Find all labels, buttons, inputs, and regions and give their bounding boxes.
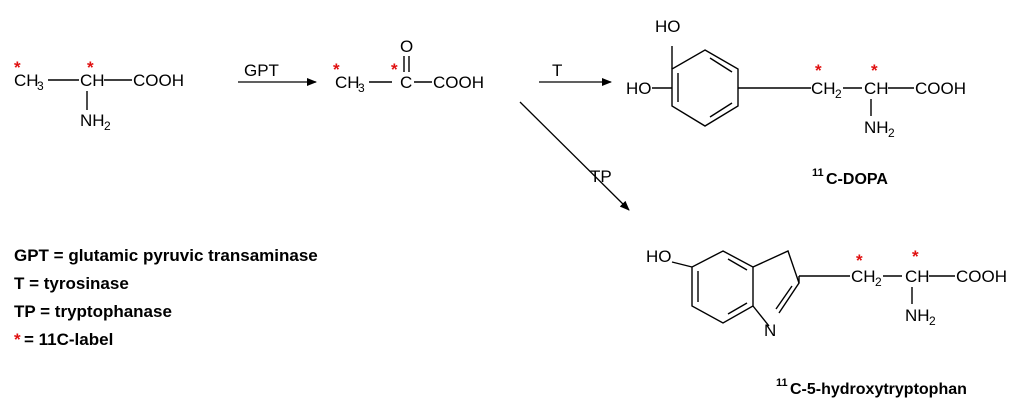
subscript-3: 3 xyxy=(358,81,365,95)
hydroxytryptophan-structure: N HO * CH 2 * CH COOH NH 2 xyxy=(646,247,1007,340)
pyrrole-ring xyxy=(752,250,800,314)
legend-gpt: GPT = glutamic pyruvic transaminase xyxy=(14,246,318,265)
atom-cooh: COOH xyxy=(915,79,966,98)
legend-t: T = tyrosinase xyxy=(14,274,129,293)
atom-nh2: NH xyxy=(905,306,930,325)
bond xyxy=(709,102,733,118)
label-star: * xyxy=(815,61,822,80)
bond xyxy=(727,302,748,315)
caption-name: C-DOPA xyxy=(826,171,888,188)
bond xyxy=(709,57,733,73)
atom-nh2: NH xyxy=(80,111,105,130)
legend-label: = 11C-label xyxy=(24,330,113,349)
atom-ho: HO xyxy=(646,247,672,266)
benzene-ring xyxy=(691,250,754,324)
caption-isotope: 11 xyxy=(776,377,788,389)
label-star: * xyxy=(87,58,94,77)
atom-ch: CH xyxy=(905,267,930,286)
atom-nh2: NH xyxy=(864,118,889,137)
atom-ho: HO xyxy=(626,79,652,98)
atom-ch2: CH xyxy=(851,267,876,286)
atom-cooh: COOH xyxy=(133,71,184,90)
hydroxytryptophan-caption: 11 C-5-hydroxytryptophan xyxy=(776,377,967,398)
bond xyxy=(671,261,693,268)
atom-n: N xyxy=(764,321,776,340)
legend-tp: TP = tryptophanase xyxy=(14,302,172,321)
atom-o: O xyxy=(400,37,413,56)
legend-star: * xyxy=(14,330,21,349)
t-reaction-arrow: T xyxy=(539,61,612,86)
benzene-ring xyxy=(671,49,739,127)
bond xyxy=(752,305,770,327)
enzyme-label-tp: TP xyxy=(590,167,612,186)
atom-carbonyl-c: C xyxy=(400,73,412,92)
arrow xyxy=(519,101,630,211)
subscript-2: 2 xyxy=(875,275,882,289)
enzyme-label-gpt: GPT xyxy=(244,61,279,80)
dopa-structure: HO HO * CH 2 * CH COOH NH 2 xyxy=(626,17,966,140)
caption-isotope: 11 xyxy=(812,167,824,179)
legend: GPT = glutamic pyruvic transaminase T = … xyxy=(14,246,318,349)
tp-reaction-arrow: TP xyxy=(519,101,630,211)
caption-name: C-5-hydroxytryptophan xyxy=(790,381,967,398)
subscript-2: 2 xyxy=(888,126,895,140)
atom-ch: CH xyxy=(80,71,105,90)
enzyme-label-t: T xyxy=(552,61,562,80)
bond xyxy=(775,285,793,310)
label-star: * xyxy=(912,247,919,266)
alanine-structure: * CH 3 * CH COOH NH 2 xyxy=(14,58,184,133)
label-star: * xyxy=(391,60,398,79)
atom-ch3: CH xyxy=(14,71,39,90)
label-star: * xyxy=(871,61,878,80)
subscript-2: 2 xyxy=(104,119,111,133)
label-star: * xyxy=(14,58,21,77)
atom-ch: CH xyxy=(864,79,889,98)
dopa-caption: 11 C-DOPA xyxy=(812,167,888,188)
label-star: * xyxy=(333,60,340,79)
gpt-reaction-arrow: GPT xyxy=(238,61,317,86)
subscript-3: 3 xyxy=(37,79,44,93)
label-star: * xyxy=(856,251,863,270)
pyruvate-structure: * CH 3 * C O COOH xyxy=(333,37,484,95)
atom-ch2: CH xyxy=(811,79,836,98)
atom-ho: HO xyxy=(655,17,681,36)
atom-cooh: COOH xyxy=(433,73,484,92)
atom-ch3: CH xyxy=(335,73,360,92)
atom-cooh: COOH xyxy=(956,267,1007,286)
subscript-2: 2 xyxy=(835,87,842,101)
bond xyxy=(727,258,748,271)
subscript-2: 2 xyxy=(929,314,936,328)
